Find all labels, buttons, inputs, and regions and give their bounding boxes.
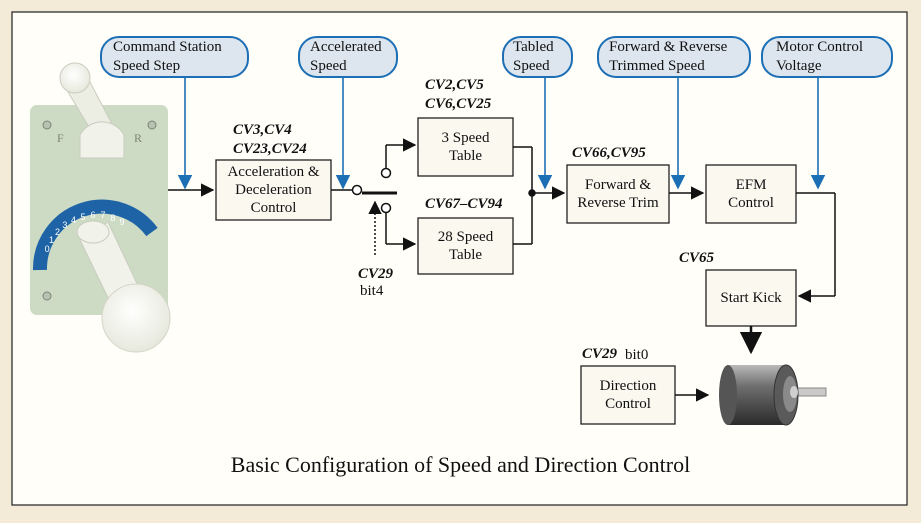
switch-lower-terminal bbox=[380, 202, 392, 214]
block-28-speed-table-label: 28 Speed Table bbox=[437, 229, 494, 263]
callout-trimmed bbox=[597, 36, 751, 78]
motor-icon bbox=[719, 364, 827, 426]
dial-digit: 4 bbox=[71, 215, 77, 226]
throttle-controller bbox=[30, 62, 171, 353]
block-efm-control-label: EFM Control bbox=[728, 177, 774, 211]
dial-digit: 0 bbox=[44, 244, 50, 255]
signal-lines bbox=[168, 138, 836, 402]
dial-digit: 7 bbox=[100, 210, 106, 221]
panel-screw bbox=[42, 120, 52, 130]
block-fwd-rev-trim bbox=[566, 164, 670, 224]
callout-trimmed-text: Forward & Reverse Trimmed Speed bbox=[609, 39, 728, 74]
dial-digit: 9 bbox=[119, 216, 125, 227]
forward-label: F bbox=[57, 131, 64, 145]
diagram-caption: Basic Configuration of Speed and Directi… bbox=[230, 452, 691, 477]
cv-label-direction: CV29 bbox=[582, 346, 618, 362]
reverse-label: R bbox=[134, 131, 143, 145]
block-3-speed-table-label: 3 Speed Table bbox=[441, 130, 490, 164]
callout-tabled bbox=[502, 36, 573, 78]
cv-label-3-speed: CV2,CV5 CV6,CV25 bbox=[425, 77, 492, 112]
cv-label-28-speed: CV67–CV94 bbox=[425, 196, 503, 212]
panel-screw bbox=[147, 120, 157, 130]
cv-label-switch: CV29 bbox=[358, 266, 394, 282]
callout-command-station-text: Command Station Speed Step bbox=[113, 39, 222, 74]
dial-digit: 2 bbox=[54, 227, 60, 238]
dial-digit: 8 bbox=[110, 212, 116, 223]
block-28-speed-table bbox=[417, 217, 514, 275]
blocks bbox=[215, 117, 797, 425]
cv-label-direction-bit: bit0 bbox=[625, 347, 649, 363]
callouts bbox=[100, 36, 893, 190]
switch-input-terminal bbox=[351, 184, 363, 196]
callout-accelerated-text: Accelerated Speed bbox=[310, 39, 382, 74]
block-start-kick-label: Start Kick bbox=[720, 290, 782, 306]
callout-command-station bbox=[100, 36, 249, 78]
switch-upper-terminal bbox=[380, 167, 392, 179]
dial-digit: 5 bbox=[80, 211, 86, 222]
block-acceleration-label: Acceleration & Deceleration Control bbox=[227, 164, 320, 216]
dial-digit: 6 bbox=[90, 210, 96, 221]
cv-label-switch-bit: bit4 bbox=[360, 283, 384, 299]
block-efm-control bbox=[705, 164, 797, 224]
cv-label-trim: CV66,CV95 bbox=[572, 145, 646, 161]
callout-motor-voltage-text: Motor Control Voltage bbox=[776, 39, 864, 74]
cv-label-start-kick: CV65 bbox=[679, 250, 715, 266]
block-fwd-rev-trim-label: Forward & Reverse Trim bbox=[577, 177, 659, 211]
callout-tabled-text: Tabled Speed bbox=[513, 39, 554, 74]
block-3-speed-table bbox=[417, 117, 514, 177]
cv-label-acceleration: CV3,CV4 CV23,CV24 bbox=[233, 122, 307, 157]
dial-digit: 3 bbox=[62, 220, 68, 231]
speed-dial-arc bbox=[32, 199, 158, 271]
block-start-kick bbox=[705, 269, 797, 327]
panel-screw bbox=[42, 291, 52, 301]
callout-motor-voltage bbox=[761, 36, 893, 78]
callout-accelerated bbox=[298, 36, 398, 78]
block-acceleration bbox=[215, 159, 332, 221]
block-direction-control-label: Direction Control bbox=[599, 378, 657, 412]
dial-digit: 1 bbox=[48, 235, 54, 246]
